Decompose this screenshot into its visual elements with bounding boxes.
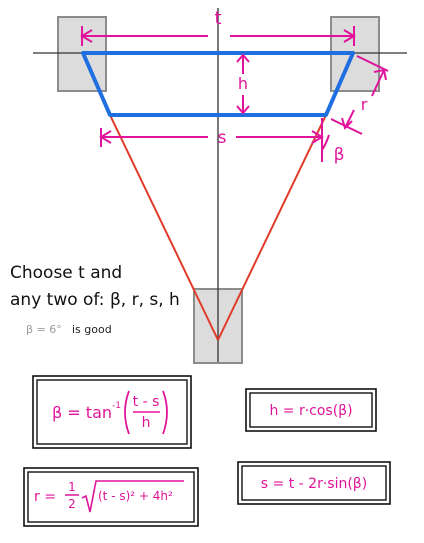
h-formula-box: h = r·cos(β) bbox=[245, 388, 377, 432]
beta-formula-lhs: β = tan bbox=[52, 403, 112, 422]
note-line-1: Choose t and bbox=[10, 263, 122, 283]
r-formula-box: r = 1 2 (t - s)² + 4h² bbox=[23, 467, 199, 527]
note-line-2: any two of: β, r, s, h bbox=[10, 290, 180, 310]
h-label: h bbox=[238, 74, 248, 93]
r-formula-half-den: 2 bbox=[68, 497, 76, 511]
h-formula-text: h = r·cos(β) bbox=[269, 403, 352, 419]
h-dimension bbox=[236, 53, 250, 115]
s-label: s bbox=[218, 128, 227, 148]
hint-value: β = 6° bbox=[26, 323, 62, 336]
beta-formula-num: t - s bbox=[133, 394, 160, 410]
r-label: r bbox=[361, 95, 368, 114]
s-formula-text: s = t - 2r·sin(β) bbox=[261, 476, 367, 492]
r-formula-radicand: (t - s)² + 4h² bbox=[98, 489, 173, 503]
blue-trapezoid bbox=[81, 51, 355, 117]
left-red-leg bbox=[109, 114, 219, 341]
beta-formula-exp: -1 bbox=[112, 401, 121, 411]
s-dimension bbox=[99, 128, 324, 147]
t-label: t bbox=[214, 8, 221, 29]
r-formula-lhs: r = bbox=[34, 489, 56, 505]
beta-angle bbox=[321, 118, 330, 162]
right-red-leg bbox=[217, 114, 327, 341]
beta-formula-box: β = tan -1 t - s h bbox=[32, 375, 192, 449]
t-dimension bbox=[80, 26, 356, 46]
beta-label: β bbox=[334, 145, 345, 165]
hint-text: is good bbox=[72, 323, 112, 336]
r-formula-half-num: 1 bbox=[68, 480, 76, 494]
r-dimension bbox=[330, 55, 389, 135]
beta-formula-den: h bbox=[142, 415, 151, 431]
s-formula-box: s = t - 2r·sin(β) bbox=[237, 461, 391, 505]
